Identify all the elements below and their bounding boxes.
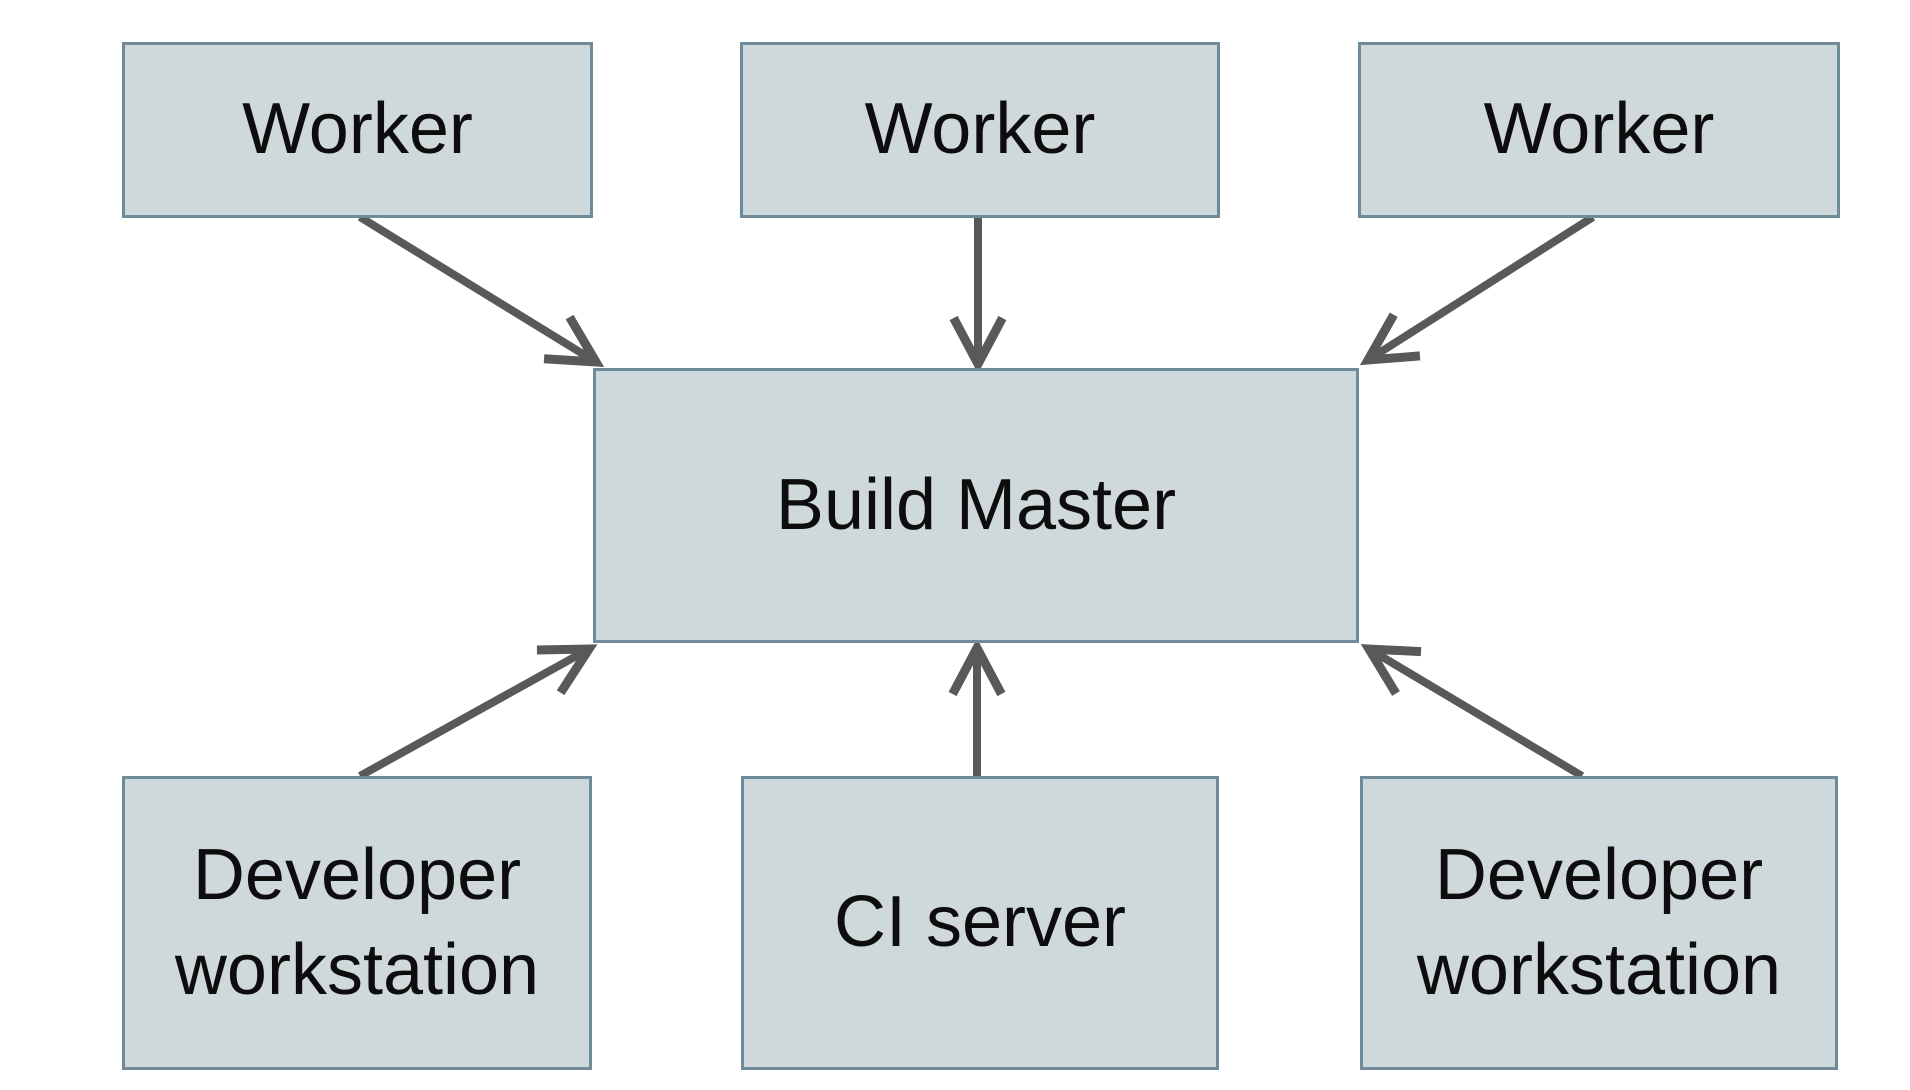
node-worker-3-label: Worker (1483, 89, 1715, 170)
node-build-master: Build Master (593, 368, 1359, 643)
node-developer-workstation-right: Developer workstation (1360, 776, 1838, 1070)
node-worker-1-label: Worker (242, 89, 473, 170)
node-ci-server: CI server (741, 776, 1219, 1070)
node-worker-1: Worker (122, 42, 593, 218)
arrow-worker-3-to-build-master (1359, 213, 1596, 366)
node-developer-workstation-left-label: Developer workstation (174, 834, 540, 1010)
node-developer-workstation-right-label: Developer workstation (1416, 834, 1782, 1010)
node-ci-server-label: CI server (833, 882, 1127, 963)
arrow-developer-workstation-right-to-build-master (1360, 644, 1585, 780)
node-worker-2: Worker (740, 42, 1220, 218)
node-developer-workstation-left: Developer workstation (122, 776, 592, 1070)
arrow-worker-1-to-build-master (357, 213, 605, 368)
node-worker-3: Worker (1358, 42, 1840, 218)
node-worker-2-label: Worker (864, 89, 1096, 170)
arrow-developer-workstation-left-to-build-master (358, 644, 598, 780)
node-build-master-label: Build Master (775, 464, 1177, 545)
